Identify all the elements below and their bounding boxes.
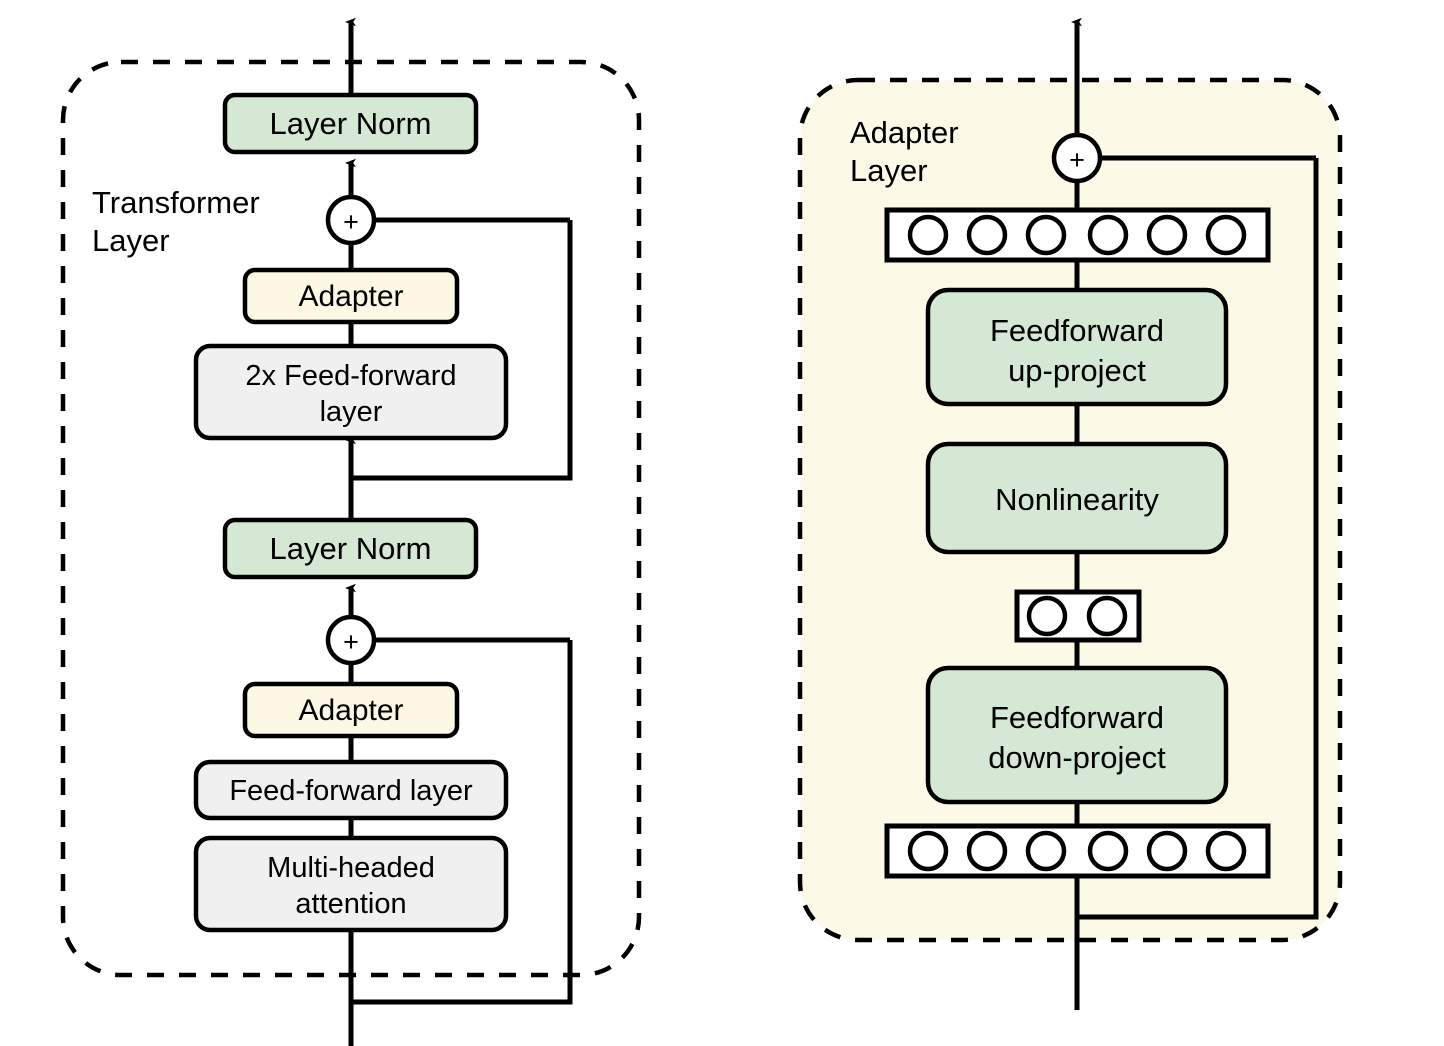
neuron-output-2: [966, 214, 1008, 256]
block-neurons-input[interactable]: [884, 823, 1271, 879]
feed-forward-2x-shape[interactable]: [193, 343, 509, 441]
adapter-bottom-shape[interactable]: [242, 681, 460, 739]
block-nonlinearity[interactable]: Nonlinearity: [925, 441, 1229, 555]
feedforward-down-project-label-line1: Feedforward: [990, 700, 1164, 735]
block-feed-forward-layer[interactable]: Feed-forward layer: [193, 759, 509, 821]
add-top-plus-label: +: [343, 207, 359, 237]
feedforward-up-project-shape[interactable]: [925, 287, 1229, 407]
neuron-bottleneck-1: [1026, 595, 1068, 637]
neuron-input-2: [966, 830, 1008, 872]
layer-norm-top-shape[interactable]: [222, 92, 479, 155]
layer-norm-mid-label: Layer Norm: [270, 531, 432, 566]
neuron-bottleneck-2: [1086, 595, 1128, 637]
neuron-output-4: [1087, 214, 1129, 256]
add-bottom-circle[interactable]: [325, 614, 377, 666]
adapter-layer-label-line1: Adapter: [850, 115, 959, 150]
neuron-input-4: [1087, 830, 1129, 872]
feedforward-down-project-shape[interactable]: [925, 665, 1229, 805]
feedforward-up-project-label-line1: Feedforward: [990, 313, 1164, 348]
adapter-bottom-label: Adapter: [298, 694, 403, 727]
wire-residual-ffn: [351, 220, 573, 481]
adapter-layer-label-line2: Layer: [850, 153, 928, 188]
add-adapter-circle[interactable]: [1051, 132, 1103, 184]
nonlinearity-label: Nonlinearity: [995, 482, 1159, 517]
block-multi-headed-attention[interactable]: Multi-headed attention: [193, 835, 509, 933]
block-neurons-bottleneck[interactable]: [1014, 589, 1142, 643]
block-neurons-output[interactable]: [884, 207, 1271, 263]
adapter-top-label: Adapter: [298, 280, 403, 313]
feedforward-down-project-label-line2: down-project: [988, 740, 1166, 775]
neuron-input-3: [1025, 830, 1067, 872]
neuron-input-6: [1205, 830, 1247, 872]
block-feedforward-down-project[interactable]: Feedforward down-project: [925, 665, 1229, 805]
layer-norm-mid-shape[interactable]: [222, 517, 479, 580]
block-add-bottom[interactable]: +: [325, 614, 377, 666]
block-adapter-top[interactable]: Adapter: [242, 267, 460, 325]
neuron-output-1: [907, 214, 949, 256]
neuron-output-5: [1146, 214, 1188, 256]
feed-forward-2x-label-line1: 2x Feed-forward: [245, 360, 456, 392]
nonlinearity-shape[interactable]: [925, 441, 1229, 555]
neuron-input-1: [907, 830, 949, 872]
feed-forward-2x-label-line2: layer: [320, 396, 383, 428]
block-add-adapter[interactable]: +: [1051, 132, 1103, 184]
wire-adapter-skip: [1077, 158, 1319, 920]
neurons-output-shape[interactable]: [884, 207, 1271, 263]
neurons-input-shape[interactable]: [884, 823, 1271, 879]
feed-forward-layer-shape[interactable]: [193, 759, 509, 821]
multi-headed-attention-label-line2: attention: [295, 888, 406, 920]
wire-residual-attention: [351, 640, 573, 1005]
block-adapter-bottom[interactable]: Adapter: [242, 681, 460, 739]
add-bottom-plus-label: +: [343, 627, 359, 657]
left-panel-blocks: Layer Norm + Adapter 2x Feed-forward lay…: [193, 92, 509, 933]
neuron-input-5: [1146, 830, 1188, 872]
block-feed-forward-2x[interactable]: 2x Feed-forward layer: [193, 343, 509, 441]
block-add-top[interactable]: +: [325, 194, 377, 246]
neuron-output-6: [1205, 214, 1247, 256]
multi-headed-attention-label-line1: Multi-headed: [267, 852, 435, 884]
block-feedforward-up-project[interactable]: Feedforward up-project: [925, 287, 1229, 407]
adapter-top-shape[interactable]: [242, 267, 460, 325]
feed-forward-layer-label: Feed-forward layer: [229, 775, 473, 807]
add-adapter-plus-label: +: [1069, 145, 1085, 175]
add-top-circle[interactable]: [325, 194, 377, 246]
block-layer-norm-mid[interactable]: Layer Norm: [222, 517, 479, 580]
layer-norm-top-label: Layer Norm: [270, 106, 432, 141]
feedforward-up-project-label-line2: up-project: [1008, 353, 1146, 388]
right-panel-blocks: + Feedforward up-project Nonlinearity: [884, 132, 1271, 879]
block-layer-norm-top[interactable]: Layer Norm: [222, 92, 479, 155]
transformer-layer-label-line1: Transformer: [92, 185, 260, 220]
multi-headed-attention-shape[interactable]: [193, 835, 509, 933]
neuron-output-3: [1025, 214, 1067, 256]
transformer-layer-label-line2: Layer: [92, 223, 170, 258]
